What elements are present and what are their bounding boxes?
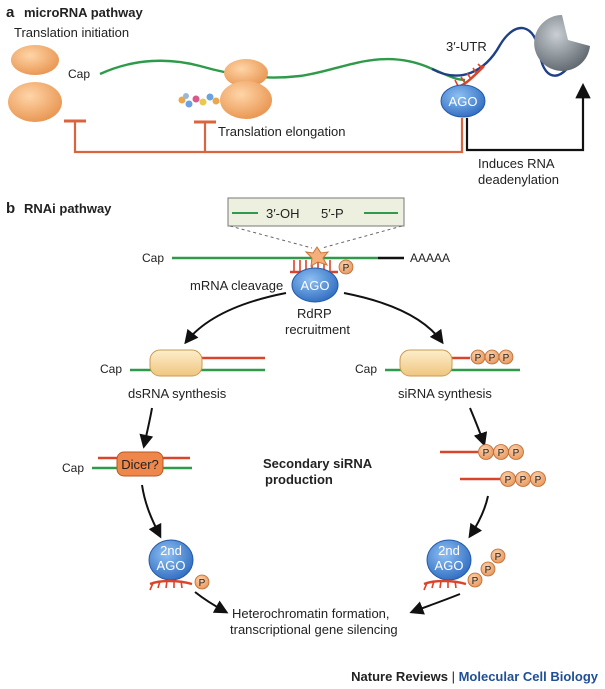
panel-a: a microRNA pathway Translation initiatio… [6, 4, 591, 187]
panel-b: b RNAi pathway 3′-OH 5′-P Cap AAAAA AGO … [6, 197, 546, 637]
nascent-peptide-icon [178, 93, 220, 108]
rdrp-label-1: RdRP [297, 306, 332, 321]
svg-text:P: P [199, 578, 206, 589]
triphosphate-icon-1: P P P [470, 349, 514, 365]
triphosphate-icon-2: P P P [478, 444, 524, 460]
ribosome-small-subunit-2 [224, 59, 268, 87]
rdrp-polymerase-right [399, 349, 453, 377]
mrna-cleavage-label: mRNA cleavage [190, 278, 283, 293]
arrow-to-sirna [343, 292, 444, 345]
second-ago-left-label-2: AGO [157, 558, 186, 573]
panel-a-title: microRNA pathway [24, 5, 143, 20]
svg-text:P: P [483, 448, 490, 459]
arrow-to-sirnas [469, 407, 488, 447]
second-ago-left-phosphate [194, 574, 210, 590]
phosphate-label: P [343, 263, 350, 274]
ago-protein-a [440, 84, 486, 118]
second-ago-left-label-1: 2nd [160, 543, 182, 558]
svg-text:P: P [489, 353, 496, 364]
inset-pointer-left [229, 225, 313, 249]
svg-text:P: P [472, 576, 479, 587]
svg-text:P: P [475, 353, 482, 364]
dicer-label: Dicer? [121, 457, 159, 472]
cap-label-dicer: Cap [62, 461, 84, 475]
utr-label: 3′-UTR [446, 39, 487, 54]
induces-label-1: Induces RNA [478, 156, 555, 171]
ago-label-b: AGO [301, 278, 330, 293]
footer-separator: | [448, 669, 459, 684]
heterochromatin-label-1: Heterochromatin formation, [232, 606, 390, 621]
svg-text:P: P [503, 353, 510, 364]
footer-section: Molecular Cell Biology [459, 669, 599, 684]
ribosome-large-subunit-1 [8, 82, 62, 122]
second-ago-right-basepairs [423, 580, 457, 591]
polya-label: AAAAA [410, 251, 450, 265]
second-ago-right-triphosphate: P P P [467, 548, 506, 588]
second-ago-left-sirna [149, 579, 193, 586]
second-ago-right-label-1: 2nd [438, 543, 460, 558]
svg-text:P: P [498, 448, 505, 459]
panel-b-letter: b [6, 200, 15, 217]
ago-protein-b [291, 267, 339, 303]
svg-text:P: P [495, 552, 502, 563]
arrow-to-2nd-ago-right [468, 495, 489, 539]
secondary-label-1: Secondary siRNA [263, 456, 373, 471]
cap-label-top: Cap [142, 251, 164, 265]
svg-text:P: P [505, 475, 512, 486]
panel-b-title: RNAi pathway [24, 201, 112, 216]
arrow-to-2nd-ago-left [141, 484, 162, 539]
second-ago-right-sirna [423, 579, 467, 586]
triphosphate-icon-3: P P P [500, 471, 546, 487]
second-ago-right-label-2: AGO [435, 558, 464, 573]
exonuclease-icon [534, 15, 590, 71]
cap-label-left: Cap [100, 362, 122, 376]
translation-initiation-label: Translation initiation [14, 25, 129, 40]
utr-strand [431, 27, 577, 77]
ribosome-small-subunit-1 [11, 45, 59, 75]
dsrna-synthesis-label: dsRNA synthesis [128, 386, 227, 401]
arrow-to-dsrna [184, 292, 287, 345]
five-p-label: 5′-P [321, 206, 344, 221]
secondary-label-2: production [265, 472, 333, 487]
translation-elongation-label: Translation elongation [218, 124, 345, 139]
mrna-strand-a [99, 57, 466, 82]
journal-footer: Nature Reviews | Molecular Cell Biology [351, 669, 599, 684]
svg-text:P: P [520, 475, 527, 486]
cap-label-a: Cap [68, 67, 90, 81]
inset-pointer-right [321, 225, 403, 249]
panel-a-letter: a [6, 4, 15, 21]
arrow-to-hetero-left [194, 591, 229, 614]
footer-journal: Nature Reviews [351, 669, 448, 684]
three-oh-label: 3′-OH [266, 206, 300, 221]
inhibition-line [73, 118, 464, 154]
svg-text:P: P [513, 448, 520, 459]
second-ago-left-basepairs [149, 580, 183, 591]
sirna-synthesis-label: siRNA synthesis [398, 386, 492, 401]
svg-text:P: P [485, 565, 492, 576]
ago-label-a: AGO [449, 94, 478, 109]
rdrp-polymerase-left [149, 349, 203, 377]
cleavage-star-icon [304, 246, 330, 267]
arrow-to-dicer [139, 407, 154, 449]
svg-text:P: P [535, 475, 542, 486]
heterochromatin-label-2: transcriptional gene silencing [230, 622, 398, 637]
phosphate-icon [338, 259, 354, 275]
arrow-to-hetero-right [409, 593, 461, 615]
footer-text: Nature Reviews | Molecular Cell Biology [351, 669, 599, 684]
dicer-protein [116, 451, 164, 477]
deadenylation-arrow [465, 82, 591, 152]
induces-label-2: deadenylation [478, 172, 559, 187]
ribosome-large-subunit-2 [220, 81, 272, 119]
cap-label-right: Cap [355, 362, 377, 376]
rdrp-label-2: recruitment [285, 322, 350, 337]
